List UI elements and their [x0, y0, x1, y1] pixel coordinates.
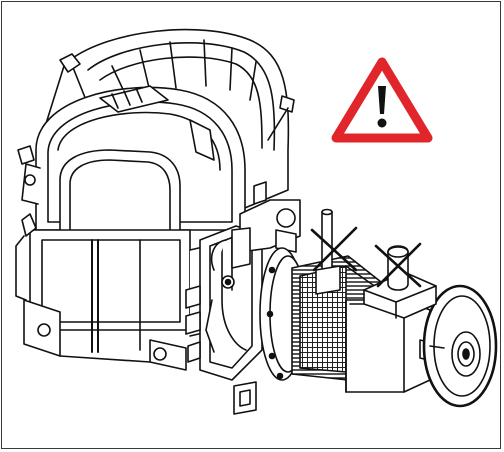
- cross-mark-icon: [310, 226, 358, 272]
- warning-triangle-icon: [331, 57, 433, 143]
- handwheel: [422, 284, 498, 408]
- brake-assembly: [185, 181, 301, 415]
- cross-mark-icon: [374, 242, 422, 288]
